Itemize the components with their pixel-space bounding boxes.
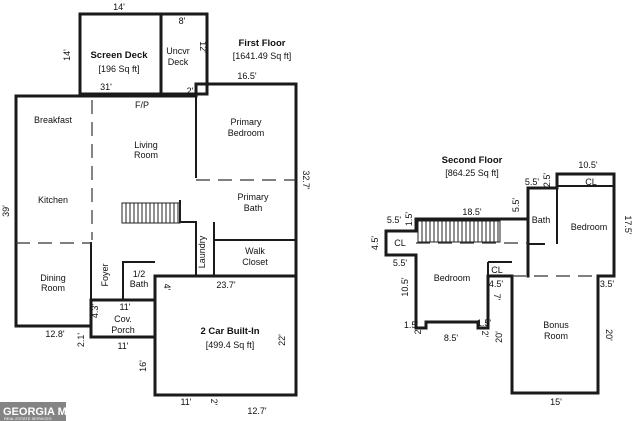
upstairs-bath-label: Bath: [532, 215, 551, 225]
dim-2-5: 2.5': [542, 173, 552, 188]
dim-8-5: 8.5': [444, 333, 459, 343]
first-floor-stairs: [121, 202, 181, 224]
dim-10-5: 10.5': [578, 160, 598, 170]
fireplace-label: F/P: [135, 100, 149, 110]
dim-4-5-left: 4.5': [370, 236, 380, 251]
living-room-label-1: Living: [134, 140, 158, 150]
dim-4-5-mid: 4.5': [489, 279, 504, 289]
primary-bath-label-1: Primary: [238, 192, 269, 202]
second-floor-stairs: [417, 220, 501, 243]
screen-deck-area: [196 Sq ft]: [98, 64, 139, 74]
first-floor-area: [1641.49 Sq ft]: [233, 51, 292, 61]
dim-1-5-top: 1.5': [404, 212, 414, 227]
dim-4-3: 4.3': [90, 304, 100, 319]
second-floor-area: [864.25 Sq ft]: [445, 168, 499, 178]
bath-partition: [179, 200, 197, 240]
dim-12-7: 12.7': [247, 406, 267, 416]
dim-2-bottom-right: 2': [480, 331, 490, 338]
logo-tagline-text: REAL ESTATE SERVICES: [4, 416, 52, 421]
uncovered-deck-label-1: Uncvr: [166, 46, 190, 56]
bedroom-left-outline: [384, 229, 514, 330]
dim-16: 16': [138, 360, 148, 372]
dim-screen-deck-depth: 14': [62, 49, 72, 61]
dining-room-label-2: Room: [41, 283, 65, 293]
walk-closet-label-2: Closet: [242, 257, 268, 267]
breakfast-label: Breakfast: [34, 115, 73, 125]
dining-room-label-1: Dining: [40, 273, 66, 283]
bedroom-left-label: Bedroom: [434, 273, 471, 283]
dim-5-5-lower: 5.5': [393, 258, 408, 268]
dim-5-5-right: 5.5': [511, 198, 521, 213]
dim-15: 15': [550, 397, 562, 407]
dim-1-5-bottom-right: 1.5': [477, 318, 492, 328]
closet-left-label: CL: [394, 238, 406, 248]
primary-bedroom-label-2: Bedroom: [228, 128, 265, 138]
half-bath-wall: [122, 261, 155, 300]
dim-10-5-left: 10.5': [400, 277, 410, 297]
dim-3-5: 3.5': [600, 279, 615, 289]
dim-5-5-left: 5.5': [387, 215, 402, 225]
dim-20-left: 20': [494, 331, 504, 343]
closet-top-label: CL: [585, 177, 597, 187]
primary-bedroom-label-1: Primary: [231, 117, 262, 127]
dim-39: 39': [1, 205, 11, 217]
dim-4: 4': [162, 284, 172, 291]
living-room-label-2: Room: [134, 150, 158, 160]
laundry-label: Laundry: [197, 235, 207, 268]
dim-garage-11: 11': [180, 397, 191, 407]
dim-2-bottom-left: 2': [413, 327, 423, 334]
covered-porch-outline: [89, 298, 157, 339]
walk-closet-label-1: Walk: [245, 246, 265, 256]
covered-porch-label-2: Porch: [111, 325, 135, 335]
second-floor-plan: Second Floor [864.25 Sq ft] CL CL CL Bat…: [370, 155, 633, 407]
first-floor-title: First Floor: [239, 38, 286, 49]
dim-16-5: 16.5': [237, 71, 257, 81]
bonus-room-label-1: Bonus: [543, 320, 569, 330]
dim-18-5: 18.5': [462, 207, 482, 217]
first-floor-plan: Screen Deck [196 Sq ft] Uncvr Deck First…: [1, 2, 311, 416]
dim-uncovered-deck-depth: 12': [198, 41, 208, 53]
dim-7: 7': [492, 294, 502, 301]
bath-outline: [526, 172, 559, 278]
dim-20-right: 20': [604, 329, 614, 341]
dim-12-8: 12.8': [45, 329, 65, 339]
bonus-room-label-2: Room: [544, 331, 568, 341]
house-outline-top-right: [14, 82, 298, 278]
kitchen-label: Kitchen: [38, 195, 68, 205]
dim-uncovered-deck-width: 8': [179, 16, 186, 26]
screen-deck-label: Screen Deck: [90, 50, 148, 61]
dim-22: 22': [277, 334, 287, 346]
half-bath-label-1: 1/2: [133, 269, 146, 279]
dim-31: 31': [100, 82, 112, 92]
dim-5-5-top: 5.5': [525, 177, 540, 187]
upper-left-outline: [384, 217, 530, 233]
garage-label: 2 Car Built-In: [200, 326, 259, 337]
closet-mid-label: CL: [491, 265, 503, 275]
dim-porch-bottom: 11': [117, 341, 128, 351]
dim-1-5-bottom-left: 1.5': [404, 320, 419, 330]
dim-screen-deck-width: 14': [113, 2, 125, 12]
covered-porch-label-1: Cov.: [114, 314, 132, 324]
bonus-and-bedroom-outline: [510, 172, 616, 395]
primary-bath-label-2: Bath: [244, 203, 263, 213]
dim-deck-step: 2': [187, 86, 194, 96]
foyer-label: Foyer: [100, 263, 110, 286]
half-bath-label-2: Bath: [130, 279, 149, 289]
dim-32-7: 32.7': [301, 170, 311, 190]
screen-deck-outline: [78, 12, 163, 96]
logo-brand-text: GEORGIA MLS: [3, 406, 81, 418]
bedroom-right-label: Bedroom: [571, 222, 608, 232]
dim-garage-2: 2': [209, 399, 219, 406]
uncovered-deck-outline: [159, 12, 209, 96]
dim-2-1: 2.1': [76, 333, 86, 348]
dim-porch-top: 11': [119, 302, 130, 312]
garage-area: [499.4 Sq ft]: [206, 340, 255, 350]
dim-23-7: 23.7': [216, 280, 236, 290]
uncovered-deck-label-2: Deck: [168, 57, 189, 67]
second-floor-title: Second Floor: [442, 155, 503, 166]
georgia-mls-logo: GEORGIA MLS REAL ESTATE SERVICES: [0, 402, 81, 421]
dim-17-5: 17.5': [623, 215, 633, 235]
